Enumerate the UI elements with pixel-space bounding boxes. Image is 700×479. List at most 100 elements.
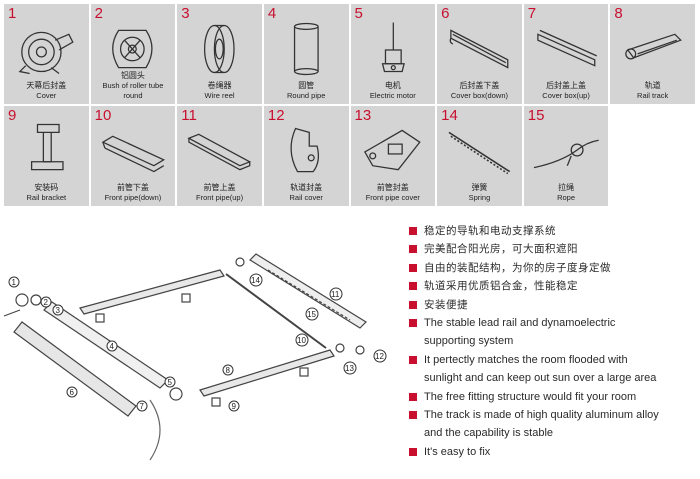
round-pipe-drawing [43, 301, 169, 389]
part-number: 15 [527, 107, 545, 124]
feature-item-continued: and the capability is stable [424, 427, 554, 440]
callout-label: 2 [44, 298, 49, 307]
callout-label: 13 [345, 364, 354, 373]
part-en-label: Cover [36, 91, 57, 100]
motor-icon [359, 20, 428, 78]
part-cn-label: 弹簧 [471, 183, 488, 192]
part-number: 14 [441, 107, 458, 124]
part-cn-label: 前管封盖 [376, 183, 409, 192]
part-en-label: Cover box(up) [542, 91, 590, 100]
callout-label: 10 [297, 336, 306, 345]
spring-drawing [267, 269, 351, 321]
part-number: 4 [267, 5, 277, 22]
callout-label: 12 [375, 352, 384, 361]
side-rail-drawing [225, 273, 327, 349]
callout-label: 6 [70, 388, 75, 397]
part-cn-label: 前管上盖 [203, 183, 236, 192]
part-cn-label: 圆管 [298, 81, 315, 90]
callout-label: 3 [56, 306, 61, 315]
rope-icon [532, 122, 601, 180]
bullet-icon [409, 282, 417, 291]
part-cn-label: 后封盖下盖 [459, 81, 500, 90]
part-en-label: Electric motor [369, 91, 416, 100]
assembly-diagram: 1 2 3 4 5 6 7 8 9 10 11 12 13 14 15 [0, 210, 400, 475]
part-en-label: Bush of roller tube round [102, 81, 164, 100]
part-number: 7 [527, 5, 537, 22]
feature-item: 稳定的导轨和电动支撑系统 [408, 222, 698, 240]
part-cn-label: 安装码 [34, 183, 59, 192]
feature-item: 自由的装配结构，为你的房子度身定做 [408, 259, 698, 277]
part-cn-label: 卷绳器 [207, 81, 232, 90]
part-cn-label: 拉绳 [558, 183, 575, 192]
callout-label: 7 [140, 402, 145, 411]
feature-item: 安装便捷 [408, 296, 698, 314]
callout-label: 8 [226, 366, 231, 375]
rail-track-icon [618, 20, 687, 78]
bullet-icon [409, 411, 417, 420]
front-pipe-up-icon [185, 122, 254, 180]
bullet-icon [409, 355, 417, 364]
part-en-label: Front pipe(down) [104, 193, 162, 202]
part-number: 10 [94, 107, 112, 124]
spring-icon [445, 122, 514, 180]
feature-item: 轨道采用优质铝合金，性能稳定 [408, 277, 698, 295]
round-pipe-icon [272, 20, 341, 78]
feature-item: It's easy to fix [408, 443, 698, 461]
part-cn-label: 轨道 [644, 81, 661, 90]
callout-label: 11 [331, 290, 340, 299]
bullet-icon [409, 300, 417, 309]
feature-item: 完美配合阳光房，可大面积遮阳 [408, 240, 698, 258]
part-cn-label: 天幕后封盖 [26, 81, 67, 90]
part-number: 12 [267, 107, 285, 124]
bullet-icon [409, 227, 417, 235]
cover-icon [12, 20, 81, 78]
part-cn-label: 电机 [384, 81, 401, 90]
empty-cell [609, 105, 696, 207]
front-pipe-cover-icon [359, 122, 428, 180]
bullet-icon [409, 392, 417, 401]
bullet-icon [409, 319, 417, 328]
callout-label: 4 [110, 342, 115, 351]
wire-reel-icon [185, 20, 254, 78]
part-cn-label: 前管下盖 [116, 183, 149, 192]
feature-item: It pertectly matches the room flooded wi… [408, 351, 698, 369]
rail-bracket-icon [12, 122, 81, 180]
part-en-label: Rail cover [289, 193, 323, 202]
part-en-label: Spring [468, 193, 491, 202]
part-number: 8 [614, 5, 623, 22]
part-en-label: Front pipe(up) [196, 193, 244, 202]
front-pipe-down-icon [99, 122, 168, 180]
part-number: 9 [8, 107, 17, 124]
part-number: 13 [354, 107, 372, 124]
part-cn-label: 轨道封盖 [290, 183, 323, 192]
part-number: 11 [181, 107, 197, 124]
part-number: 1 [8, 5, 17, 22]
part-number: 3 [181, 5, 190, 22]
callout-label: 15 [307, 310, 316, 319]
rail-track-drawing-top [79, 269, 225, 315]
callout-label: 1 [12, 278, 17, 287]
part-en-label: Rope [557, 193, 576, 202]
part-en-label: Rail bracket [26, 193, 67, 202]
part-number: 2 [94, 5, 103, 22]
callout-label: 5 [168, 378, 173, 387]
part-en-label: Round pipe [287, 91, 326, 100]
bullet-icon [409, 263, 417, 272]
feature-list: 稳定的导轨和电动支撑系统 完美配合阳光房，可大面积遮阳 自由的装配结构，为你的房… [408, 222, 698, 461]
part-en-label: Cover box(down) [450, 91, 508, 100]
front-pipe-drawing [199, 349, 335, 397]
